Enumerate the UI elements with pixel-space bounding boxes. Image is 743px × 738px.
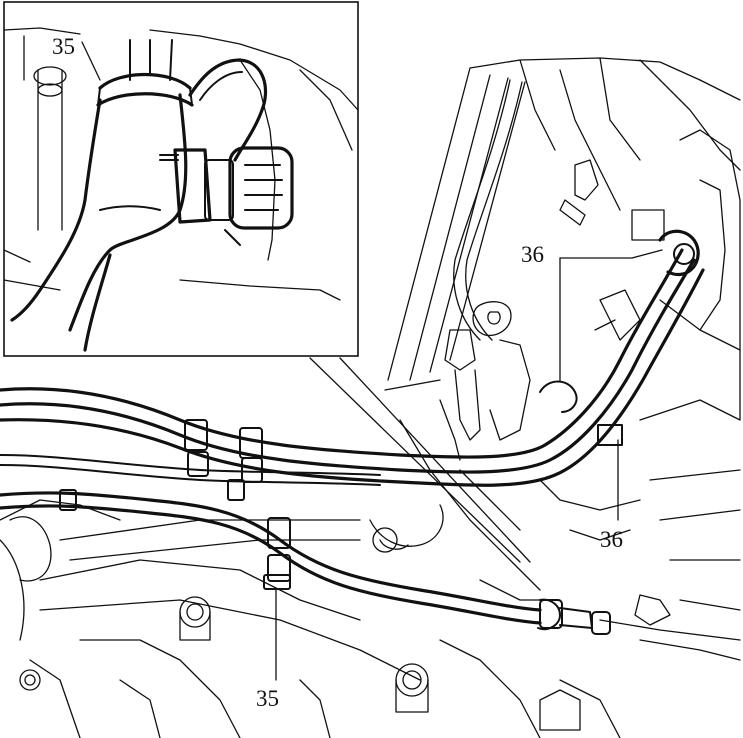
detail-inset xyxy=(3,1,359,357)
callout-35-inset: 35 xyxy=(52,34,75,59)
callout-leaders xyxy=(275,249,663,681)
pipe-clips xyxy=(59,419,563,629)
inset-leader-lines xyxy=(309,357,531,563)
callout-36-lower: 36 xyxy=(600,527,623,552)
callout-35-bottom: 35 xyxy=(256,686,279,711)
callout-36-upper: 36 xyxy=(521,242,544,267)
